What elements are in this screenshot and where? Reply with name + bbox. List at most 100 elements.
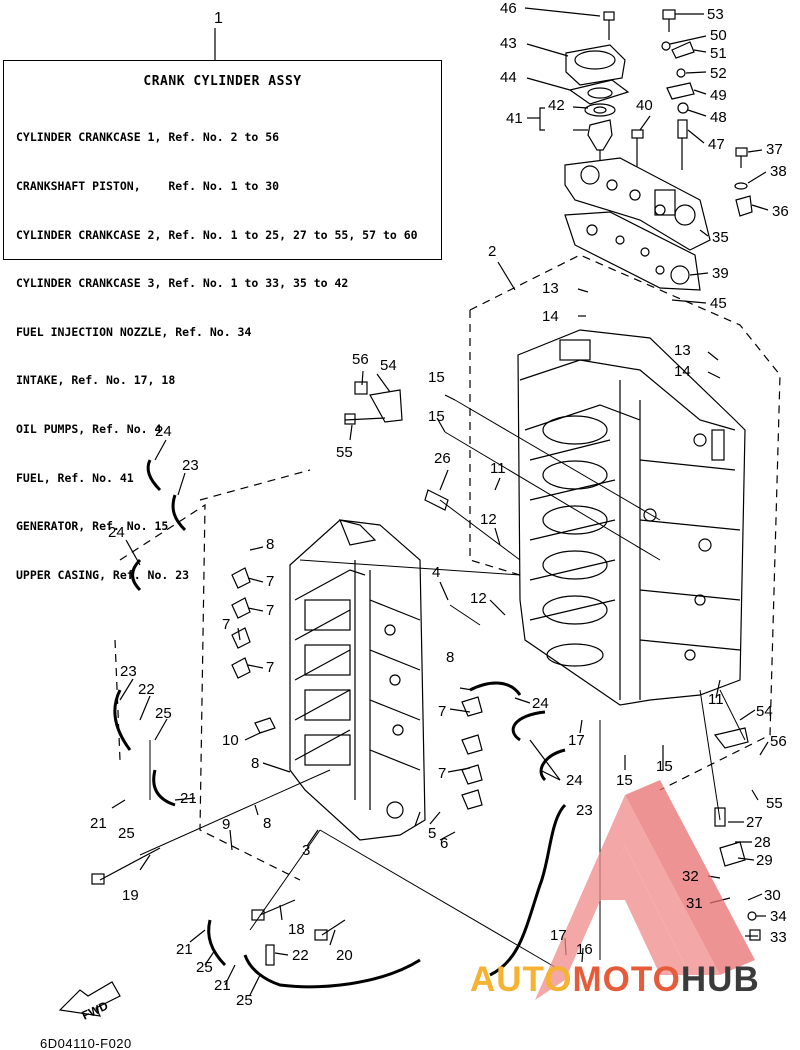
part-label: 20 (336, 947, 353, 964)
part-label: 7 (266, 573, 275, 590)
sensor-29 (719, 841, 746, 867)
part-label: 29 (756, 852, 773, 869)
bolt-18 (251, 899, 296, 921)
fuel-cover-assembly (565, 44, 630, 165)
fittings-7 (231, 567, 483, 810)
watermark-part-1: AUTO (470, 960, 573, 999)
part-label: 18 (288, 921, 305, 938)
watermark-logo-icon (535, 780, 755, 1000)
bolt-55 (344, 413, 386, 425)
part-label: 37 (766, 141, 783, 158)
fwd-indicator: FWD (58, 985, 138, 1035)
part-label: 25 (196, 959, 213, 976)
part-label: 7 (266, 659, 275, 676)
legend-line: OIL PUMPS, Ref. No. 4 (16, 421, 162, 436)
legend-line: CYLINDER CRANKCASE 3, Ref. No. 1 to 33, … (16, 276, 349, 291)
hoses (113, 459, 567, 989)
part-label: 17 (568, 732, 585, 749)
part-label: 15 (656, 758, 673, 775)
part-label: 13 (674, 342, 691, 359)
bracket-54-top (369, 389, 403, 423)
part-label: 12 (480, 511, 497, 528)
part-label: 43 (500, 35, 517, 52)
plug-26 (424, 489, 449, 511)
part-label: 49 (710, 87, 727, 104)
part-label: 10 (222, 732, 239, 749)
legend-line: FUEL, Ref. No. 41 (16, 470, 134, 485)
legend-line: CYLINDER CRANKCASE 2, Ref. No. 1 to 25, … (16, 227, 418, 242)
part-label: 47 (708, 136, 725, 153)
part-label: 22 (292, 947, 309, 964)
bolt-20 (314, 919, 346, 941)
part-label: 16 (576, 941, 593, 958)
watermark-part-2: MOTO (572, 960, 681, 999)
diagram-code: 6D04110-F020 (40, 1036, 132, 1050)
legend-line: INTAKE, Ref. No. 17, 18 (16, 373, 176, 388)
part-label: 15 (428, 408, 445, 425)
cylinder-block (289, 519, 426, 841)
part-label: 8 (266, 536, 275, 553)
head-cover (564, 157, 711, 251)
part-label: 21 (214, 977, 231, 994)
part-label: 46 (500, 0, 517, 17)
part-label: 14 (542, 308, 559, 325)
part-label: 7 (438, 703, 447, 720)
legend-line: UPPER CASING, Ref. No. 23 (16, 567, 190, 582)
part-label: 25 (118, 825, 135, 842)
part-label: 21 (176, 941, 193, 958)
legend-line: CYLINDER CRANKCASE 1, Ref. No. 2 to 56 (16, 130, 280, 145)
part-label: 50 (710, 27, 727, 44)
watermark-part-3: HUB (680, 960, 760, 999)
part-label: 54 (756, 703, 773, 720)
watermark-text: AUTOMOTOHUB (470, 960, 760, 1000)
part-label: 8 (446, 649, 455, 666)
part-label: 15 (616, 772, 633, 789)
cap-56 (354, 381, 368, 395)
part-label: 42 (548, 97, 565, 114)
part-label: 33 (770, 929, 787, 946)
fwd-arrow-label-icon: FWD (80, 998, 111, 1022)
bolt-10 (254, 717, 276, 734)
part-label: 21 (90, 815, 107, 832)
part-label: 23 (182, 457, 199, 474)
washer-34 (747, 911, 757, 921)
part-label: 25 (155, 705, 172, 722)
part-label: 6 (440, 835, 449, 852)
legend-line: FUEL INJECTION NOZZLE, Ref. No. 34 (16, 324, 252, 339)
crankcase-block (517, 329, 746, 706)
part-label: 24 (532, 695, 549, 712)
part-label: 45 (710, 295, 727, 312)
part-label: 34 (770, 908, 787, 925)
part-label: 35 (712, 229, 729, 246)
part-label: 56 (352, 351, 369, 368)
part-label: 15 (428, 369, 445, 386)
part-label: 7 (222, 616, 231, 633)
sensor-27 (714, 807, 726, 827)
part-label: 8 (263, 815, 272, 832)
leader-lines (111, 13, 769, 996)
part-label: 9 (222, 816, 231, 833)
part-label: 14 (674, 363, 691, 380)
part-label: 32 (682, 868, 699, 885)
part-label: 31 (686, 895, 703, 912)
part-label: 5 (428, 825, 437, 842)
part-label: 3 (302, 842, 311, 859)
bolt-37-group (734, 147, 753, 217)
bolt-19 (91, 847, 161, 885)
bolt-46 (524, 7, 615, 40)
part-label: 51 (710, 45, 727, 62)
part-label: 7 (438, 765, 447, 782)
sensor-bolt-stack (661, 9, 695, 170)
part-label: 27 (746, 814, 763, 831)
legend-box: CRANK CYLINDER ASSY CYLINDER CRANKCASE 1… (3, 60, 442, 582)
part-label: 41 (506, 110, 523, 127)
part-label: 8 (251, 755, 260, 772)
part-label: 12 (470, 590, 487, 607)
legend-line: GENERATOR, Ref. No. 15 (16, 519, 169, 534)
bracket-54 (713, 727, 749, 749)
part-label: 48 (710, 109, 727, 126)
part-label: 54 (380, 357, 397, 374)
part-label: 53 (707, 6, 724, 23)
part-label: 36 (772, 203, 789, 220)
pointer-lines (139, 399, 746, 971)
